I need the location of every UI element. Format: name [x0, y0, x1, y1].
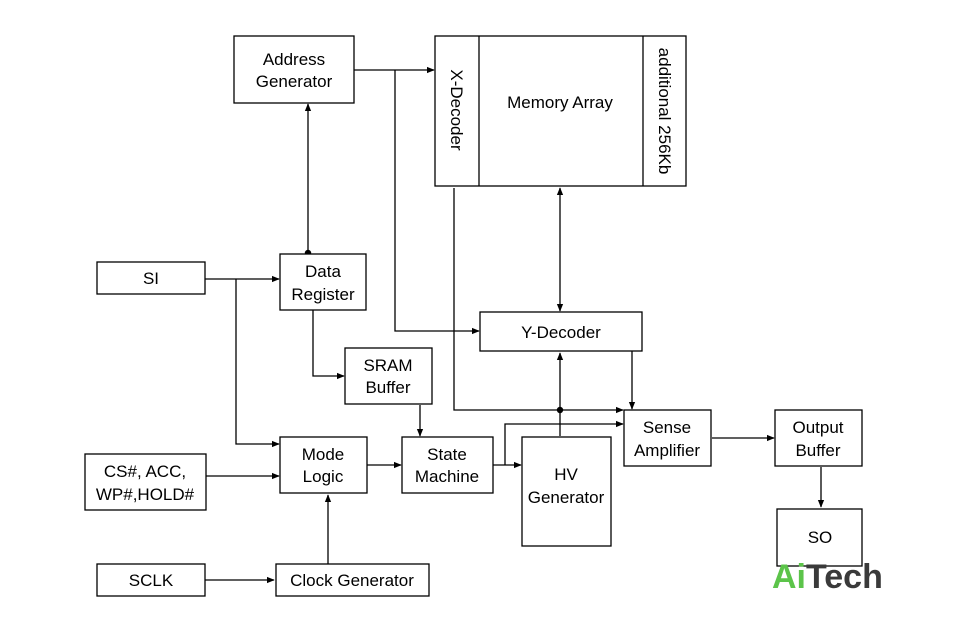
mode-logic-block: Mode Logic	[279, 436, 368, 494]
aitech-watermark-logo: AiTech	[772, 558, 883, 596]
clock-generator-label: Clock Generator	[290, 571, 414, 590]
wire-statemachine-to-sense	[504, 420, 624, 465]
sram-buffer-block: SRAM Buffer	[344, 347, 433, 405]
memory-array-block: X-Decoder Memory Array additional 256Kb	[434, 35, 687, 187]
connections	[205, 66, 825, 584]
output-buffer-label: Output	[792, 418, 843, 437]
sram-buffer-label: SRAM	[363, 356, 412, 375]
hv-generator-label: HV	[554, 465, 578, 484]
watermark-part2: Tech	[806, 558, 883, 596]
sclk-block: SCLK	[96, 563, 206, 597]
data-register-label: Data	[305, 262, 341, 281]
wire-si-to-modelogic	[235, 279, 280, 448]
junction-dot	[556, 406, 564, 414]
state-machine-label: State	[427, 445, 467, 464]
so-block: SO	[776, 508, 863, 567]
si-label: SI	[143, 269, 159, 288]
sram-buffer-label: Buffer	[365, 378, 410, 397]
mode-logic-label: Logic	[303, 467, 344, 486]
memory-array-label: Memory Array	[507, 93, 613, 112]
control-inputs-block: CS#, ACC, WP#,HOLD#	[84, 453, 207, 511]
mode-logic-label: Mode	[302, 445, 345, 464]
so-label: SO	[808, 528, 833, 547]
state-machine-label: Machine	[415, 467, 479, 486]
wire-datareg-to-sram	[312, 310, 345, 380]
wire-addrgen-to-ydecoder	[394, 70, 480, 335]
address-generator-block: Address Generator	[233, 35, 355, 104]
wire-xdecoder-to-sense	[453, 188, 624, 414]
x-decoder-label: X-Decoder	[447, 69, 466, 151]
output-buffer-label: Buffer	[795, 441, 840, 460]
sense-amplifier-block: Sense Amplifier	[623, 409, 712, 467]
data-register-label: Register	[291, 285, 355, 304]
hv-generator-block: HV Generator	[521, 436, 612, 547]
data-register-block: Data Register	[279, 253, 367, 311]
y-decoder-label: Y-Decoder	[521, 323, 601, 342]
clock-generator-block: Clock Generator	[275, 563, 430, 597]
y-decoder-block: Y-Decoder	[479, 311, 643, 352]
address-generator-label: Generator	[256, 72, 333, 91]
control-inputs-label: WP#,HOLD#	[96, 485, 195, 504]
output-buffer-block: Output Buffer	[774, 409, 863, 467]
hv-generator-label: Generator	[528, 488, 605, 507]
control-inputs-label: CS#, ACC,	[104, 462, 186, 481]
si-block: SI	[96, 261, 206, 295]
sclk-label: SCLK	[129, 571, 174, 590]
address-generator-label: Address	[263, 50, 325, 69]
watermark-part1: Ai	[772, 558, 806, 596]
sense-amplifier-label: Sense	[643, 418, 691, 437]
state-machine-block: State Machine	[401, 436, 494, 494]
sense-amplifier-label: Amplifier	[634, 441, 700, 460]
additional-256kb-label: additional 256Kb	[655, 48, 674, 175]
